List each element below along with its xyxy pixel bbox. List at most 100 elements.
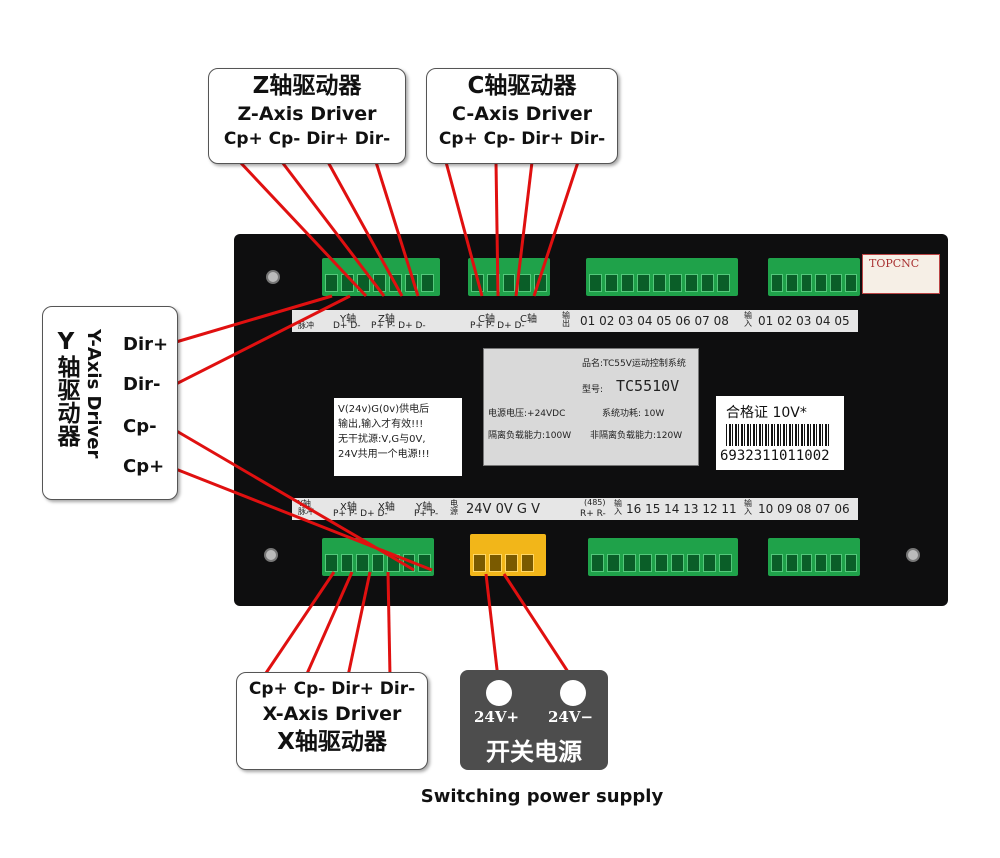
top-label-strip <box>292 310 858 332</box>
y-card-pin-cp-plus: Cp+ <box>123 456 165 477</box>
psu-positive-label: 24V+ <box>474 708 520 726</box>
terminal-block-output <box>586 258 738 296</box>
z-axis-driver-card: Z轴驱动器 Z-Axis Driver Cp+ Cp- Dir+ Dir- <box>208 68 406 164</box>
barcode-graphic <box>726 424 830 446</box>
z-card-english-title: Z-Axis Driver <box>237 103 377 125</box>
top-c-pins-label: P+ P- D+ D- <box>470 321 525 331</box>
x-card-english-title: X-Axis Driver <box>262 703 402 725</box>
c-axis-driver-card: C轴驱动器 C-Axis Driver Cp+ Cp- Dir+ Dir- <box>426 68 618 164</box>
mount-screw-bottom-left <box>264 548 278 562</box>
certificate-label: 合格证 10V* 6932311011002 <box>716 396 844 470</box>
z-card-pin-labels: Cp+ Cp- Dir+ Dir- <box>223 129 391 149</box>
c-card-english-title: C-Axis Driver <box>452 103 592 125</box>
top-y-pulse-label: 脉冲 <box>298 321 314 330</box>
top-input-numbers: 01 02 03 04 05 <box>758 314 850 328</box>
name-plate: 品名:TC55V运动控制系统 型号: TC5510V 电源电压:+24VDC 系… <box>483 348 699 466</box>
psu-negative-label: 24V− <box>548 708 594 726</box>
wire-z-dir-plus <box>326 161 404 297</box>
wire-y-dir-minus <box>175 294 351 386</box>
wire-psu-positive <box>484 573 500 679</box>
x-card-chinese-title: X轴驱动器 <box>277 729 387 755</box>
bottom-power-pins: 24V 0V G V <box>466 502 540 517</box>
top-z-axis-label: Z轴 <box>378 314 395 325</box>
bottom-y-axis-label: Y轴 <box>416 502 433 513</box>
psu-positive-terminal <box>486 680 512 706</box>
bottom-x-pins-label: P+ P- D+ D- <box>333 509 388 519</box>
plate-non-isolated-load: 非隔离负载能力:120W <box>590 431 683 441</box>
top-y-pins-label: D+ D- <box>333 321 361 331</box>
mount-screw-bottom-right <box>906 548 920 562</box>
wire-x-cp-minus <box>304 571 354 677</box>
psu-chinese-title: 开关电源 <box>486 738 582 766</box>
bottom-y-pulse-label: Y轴脉冲 <box>298 499 314 516</box>
bottom-rs485-label: (485) <box>584 498 606 507</box>
top-y-axis-label: Y轴 <box>340 314 357 325</box>
y-axis-driver-card: Y轴驱动器 Y-Axis Driver Dir+ Dir- Cp- Cp+ <box>42 306 178 500</box>
caption: Switching power supply <box>420 786 664 807</box>
wire-x-cp-plus <box>262 571 336 677</box>
top-c-axis-label-2: C轴 <box>520 314 537 325</box>
qc-sticker: TOPCNC <box>862 254 940 294</box>
barcode-number: 6932311011002 <box>720 448 830 464</box>
plate-power: 系统功耗: 10W <box>602 409 665 419</box>
bottom-label-strip <box>292 498 858 520</box>
plate-voltage: 电源电压:+24VDC <box>488 409 566 419</box>
wire-y-cp-plus <box>167 464 433 572</box>
y-card-pin-dir-plus: Dir+ <box>123 334 169 355</box>
psu-negative-terminal <box>560 680 586 706</box>
wire-z-cp-plus <box>238 160 368 298</box>
bottom-y-pins-label: P+ P- <box>414 509 439 519</box>
bottom-x-axis-label: X轴 <box>340 502 357 513</box>
wire-psu-negative <box>502 573 574 679</box>
c-card-pin-labels: Cp+ Cp- Dir+ Dir- <box>438 129 606 149</box>
top-z-pins-label: P+ P- D+ D- <box>371 321 426 331</box>
bottom-power-label: 电源 <box>450 499 458 516</box>
wire-c-cp-minus <box>494 161 500 297</box>
top-c-axis-label-1: C轴 <box>478 314 495 325</box>
wire-z-dir-minus <box>374 161 420 297</box>
warning-line-2: 输出,输入才有效!!! <box>338 419 424 430</box>
top-output-numbers: 01 02 03 04 05 06 07 08 <box>580 314 729 328</box>
power-warning-note: V(24v)G(0v)供电后 输出,输入才有效!!! 无干扰源:V,G与0V, … <box>334 398 462 476</box>
wire-z-cp-minus <box>280 161 386 297</box>
z-card-chinese-title: Z轴驱动器 <box>252 73 362 99</box>
power-supply-card: 24V+ 24V− 开关电源 <box>460 670 608 770</box>
warning-line-3: 无干扰源:V,G与0V, <box>338 434 426 445</box>
sticker-brand: TOPCNC <box>869 257 920 270</box>
x-axis-driver-card: Cp+ Cp- Dir+ Dir- X-Axis Driver X轴驱动器 <box>236 672 428 770</box>
bottom-x-axis-label-2: X轴 <box>378 502 395 513</box>
certificate-title: 合格证 10V* <box>726 405 807 421</box>
terminal-block-input-top <box>768 258 860 296</box>
bottom-input-label: 输入 <box>614 499 622 516</box>
plate-model: TC5510V <box>616 377 680 395</box>
plate-product-name: 品名:TC55V运动控制系统 <box>582 359 686 369</box>
wire-y-dir-plus <box>175 294 333 344</box>
bottom-rs485-pins: R+ R- <box>580 509 606 519</box>
x-card-pin-labels: Cp+ Cp- Dir+ Dir- <box>248 679 416 699</box>
mount-screw-top-left <box>266 270 280 284</box>
top-input-label: 输入 <box>744 311 752 328</box>
warning-line-4: 24V共用一个电源!!! <box>338 449 430 460</box>
wire-c-cp-plus <box>444 161 484 297</box>
bottom-input-numbers-b: 10 09 08 07 06 <box>758 502 850 516</box>
wire-x-dir-plus <box>346 571 372 677</box>
terminal-block-xy <box>322 538 434 576</box>
y-card-chinese-title: Y轴驱动器 <box>53 329 79 447</box>
c-card-chinese-title: C轴驱动器 <box>467 73 577 99</box>
bottom-input-label-2: 输入 <box>744 499 752 516</box>
terminal-block-power <box>470 534 546 576</box>
wire-c-dir-minus <box>532 161 580 297</box>
y-card-english-title: Y-Axis Driver <box>83 329 104 459</box>
plate-model-label: 型号: <box>582 385 604 395</box>
terminal-block-input-mid <box>588 538 738 576</box>
wire-c-dir-plus <box>514 161 534 297</box>
terminal-block-input-right <box>768 538 860 576</box>
bottom-input-numbers-a: 16 15 14 13 12 11 <box>626 502 737 516</box>
warning-line-1: V(24v)G(0v)供电后 <box>338 404 430 415</box>
top-output-label: 输出 <box>562 311 570 328</box>
y-card-pin-dir-minus: Dir- <box>123 374 161 395</box>
wire-x-dir-minus <box>386 571 392 677</box>
y-card-pin-cp-minus: Cp- <box>123 416 157 437</box>
plate-isolated-load: 隔离负载能力:100W <box>488 431 572 441</box>
